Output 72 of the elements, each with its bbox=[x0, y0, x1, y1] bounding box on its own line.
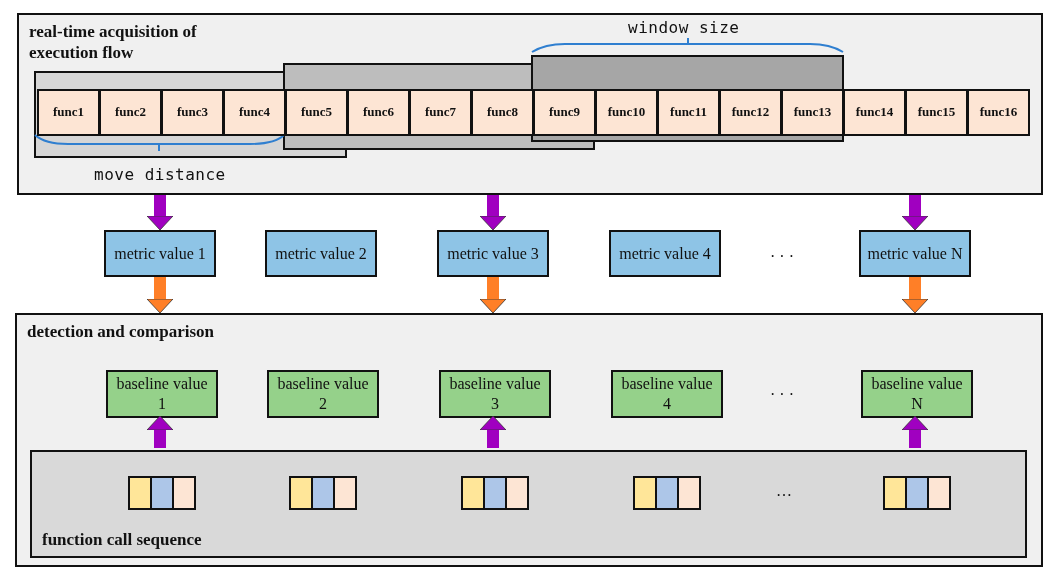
function-box bbox=[781, 89, 844, 136]
box-label: metric value 1 bbox=[113, 243, 207, 264]
function-box bbox=[471, 89, 534, 136]
function-box bbox=[347, 89, 410, 136]
sequence-panel bbox=[30, 450, 1027, 558]
box-label: func12 bbox=[730, 104, 771, 121]
ellipsis: · · · bbox=[770, 248, 794, 266]
block-arrow bbox=[901, 277, 929, 314]
box-label: metric value N bbox=[866, 243, 964, 264]
metric-box bbox=[265, 230, 377, 277]
baseline-box bbox=[106, 370, 218, 418]
function-box bbox=[595, 89, 658, 136]
box-label: baseline value 4 bbox=[620, 374, 714, 414]
function-box bbox=[223, 89, 286, 136]
baseline-box bbox=[439, 370, 551, 418]
block-arrow bbox=[479, 415, 507, 448]
box-label: func9 bbox=[547, 104, 582, 121]
function-box bbox=[161, 89, 224, 136]
box-label: func13 bbox=[792, 104, 833, 121]
ellipsis: … bbox=[776, 482, 792, 500]
block-arrow bbox=[479, 277, 507, 314]
box-label: func14 bbox=[854, 104, 895, 121]
box-label: func1 bbox=[51, 104, 86, 121]
block-arrow bbox=[146, 195, 174, 231]
dimension-label: move distance bbox=[94, 165, 226, 184]
function-box bbox=[843, 89, 906, 136]
baseline-box bbox=[267, 370, 379, 418]
function-box bbox=[99, 89, 162, 136]
box-label: metric value 4 bbox=[618, 243, 712, 264]
box-label: metric value 3 bbox=[446, 243, 540, 264]
baseline-box bbox=[611, 370, 723, 418]
metric-box bbox=[859, 230, 971, 277]
function-box bbox=[285, 89, 348, 136]
dimension-label: window size bbox=[628, 18, 740, 37]
metric-box bbox=[609, 230, 721, 277]
block-arrow bbox=[146, 415, 174, 448]
block-arrow bbox=[901, 415, 929, 448]
function-box bbox=[37, 89, 100, 136]
block-arrow bbox=[479, 195, 507, 231]
panel-heading: detection and comparison bbox=[27, 321, 215, 343]
baseline-box bbox=[861, 370, 973, 418]
box-label: func10 bbox=[606, 104, 647, 121]
box-label: baseline value 1 bbox=[115, 374, 209, 414]
function-box bbox=[905, 89, 968, 136]
block-arrow bbox=[146, 277, 174, 314]
box-label: func3 bbox=[175, 104, 210, 121]
function-box bbox=[409, 89, 472, 136]
metric-box bbox=[104, 230, 216, 277]
box-label: func15 bbox=[916, 104, 957, 121]
panel-heading: real-time acquisition of execution flow bbox=[29, 21, 198, 64]
box-label: metric value 2 bbox=[274, 243, 368, 264]
panel bbox=[17, 13, 1043, 195]
ellipsis: · · · bbox=[770, 386, 794, 404]
block-arrow bbox=[901, 195, 929, 231]
box-label: func6 bbox=[361, 104, 396, 121]
box-label: func2 bbox=[113, 104, 148, 121]
function-box bbox=[533, 89, 596, 136]
box-label: func7 bbox=[423, 104, 458, 121]
panel bbox=[15, 313, 1043, 567]
box-label: func11 bbox=[669, 104, 708, 121]
box-label: func16 bbox=[978, 104, 1019, 121]
box-label: baseline value N bbox=[870, 374, 964, 414]
box-label: func4 bbox=[237, 104, 272, 121]
box-label: func8 bbox=[485, 104, 520, 121]
box-label: func5 bbox=[299, 104, 334, 121]
function-box bbox=[967, 89, 1030, 136]
metric-box bbox=[437, 230, 549, 277]
function-box bbox=[657, 89, 720, 136]
function-box bbox=[719, 89, 782, 136]
box-label: baseline value 2 bbox=[276, 374, 370, 414]
box-label: baseline value 3 bbox=[448, 374, 542, 414]
panel-heading: function call sequence bbox=[42, 528, 203, 550]
